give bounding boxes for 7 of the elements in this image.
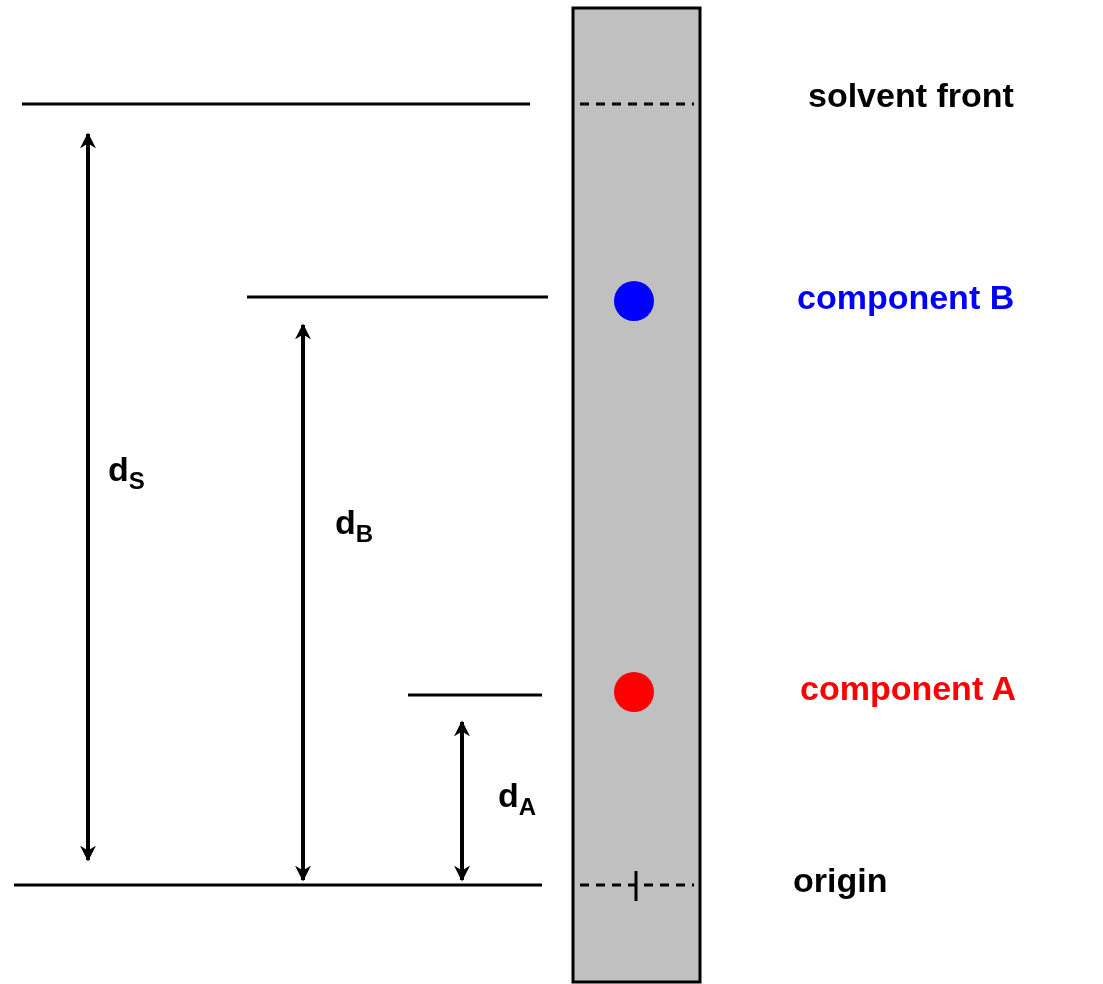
plate-label: component A <box>800 671 1016 705</box>
plate-label: component B <box>797 280 1015 314</box>
dimension-label: d$_{S}$ <box>108 452 145 493</box>
dimension-label: d$_{B}$ <box>335 505 374 546</box>
plate-label: origin <box>793 863 888 897</box>
plate-label: solvent front <box>808 78 1014 112</box>
dimension-label: d$_{A}$ <box>498 778 537 819</box>
